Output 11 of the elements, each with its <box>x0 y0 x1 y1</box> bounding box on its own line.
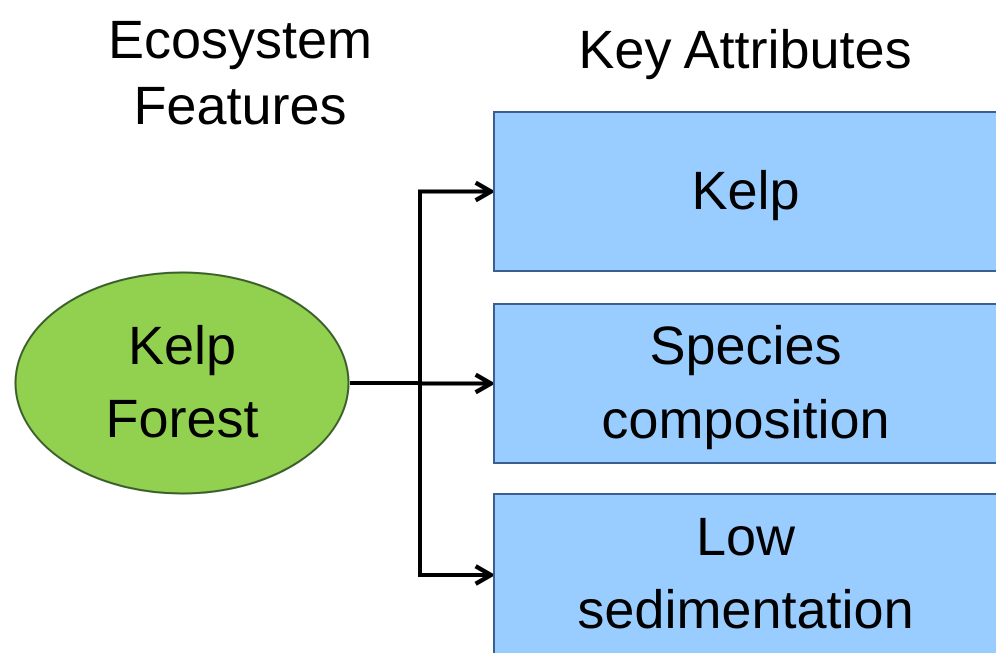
column-heading: Ecosystem Features <box>106 9 374 138</box>
node-text: Species composition <box>600 315 891 452</box>
node-text: Low sedimentation <box>576 506 915 642</box>
node-text: Kelp Forest <box>104 314 260 451</box>
arrow <box>350 381 494 586</box>
attribute-box <box>493 303 996 464</box>
attribute-box <box>493 493 996 653</box>
column-heading: Key Attributes <box>577 19 913 82</box>
attribute-box <box>493 111 996 272</box>
ellipse-node <box>14 271 350 495</box>
node-text: Kelp <box>691 160 800 223</box>
